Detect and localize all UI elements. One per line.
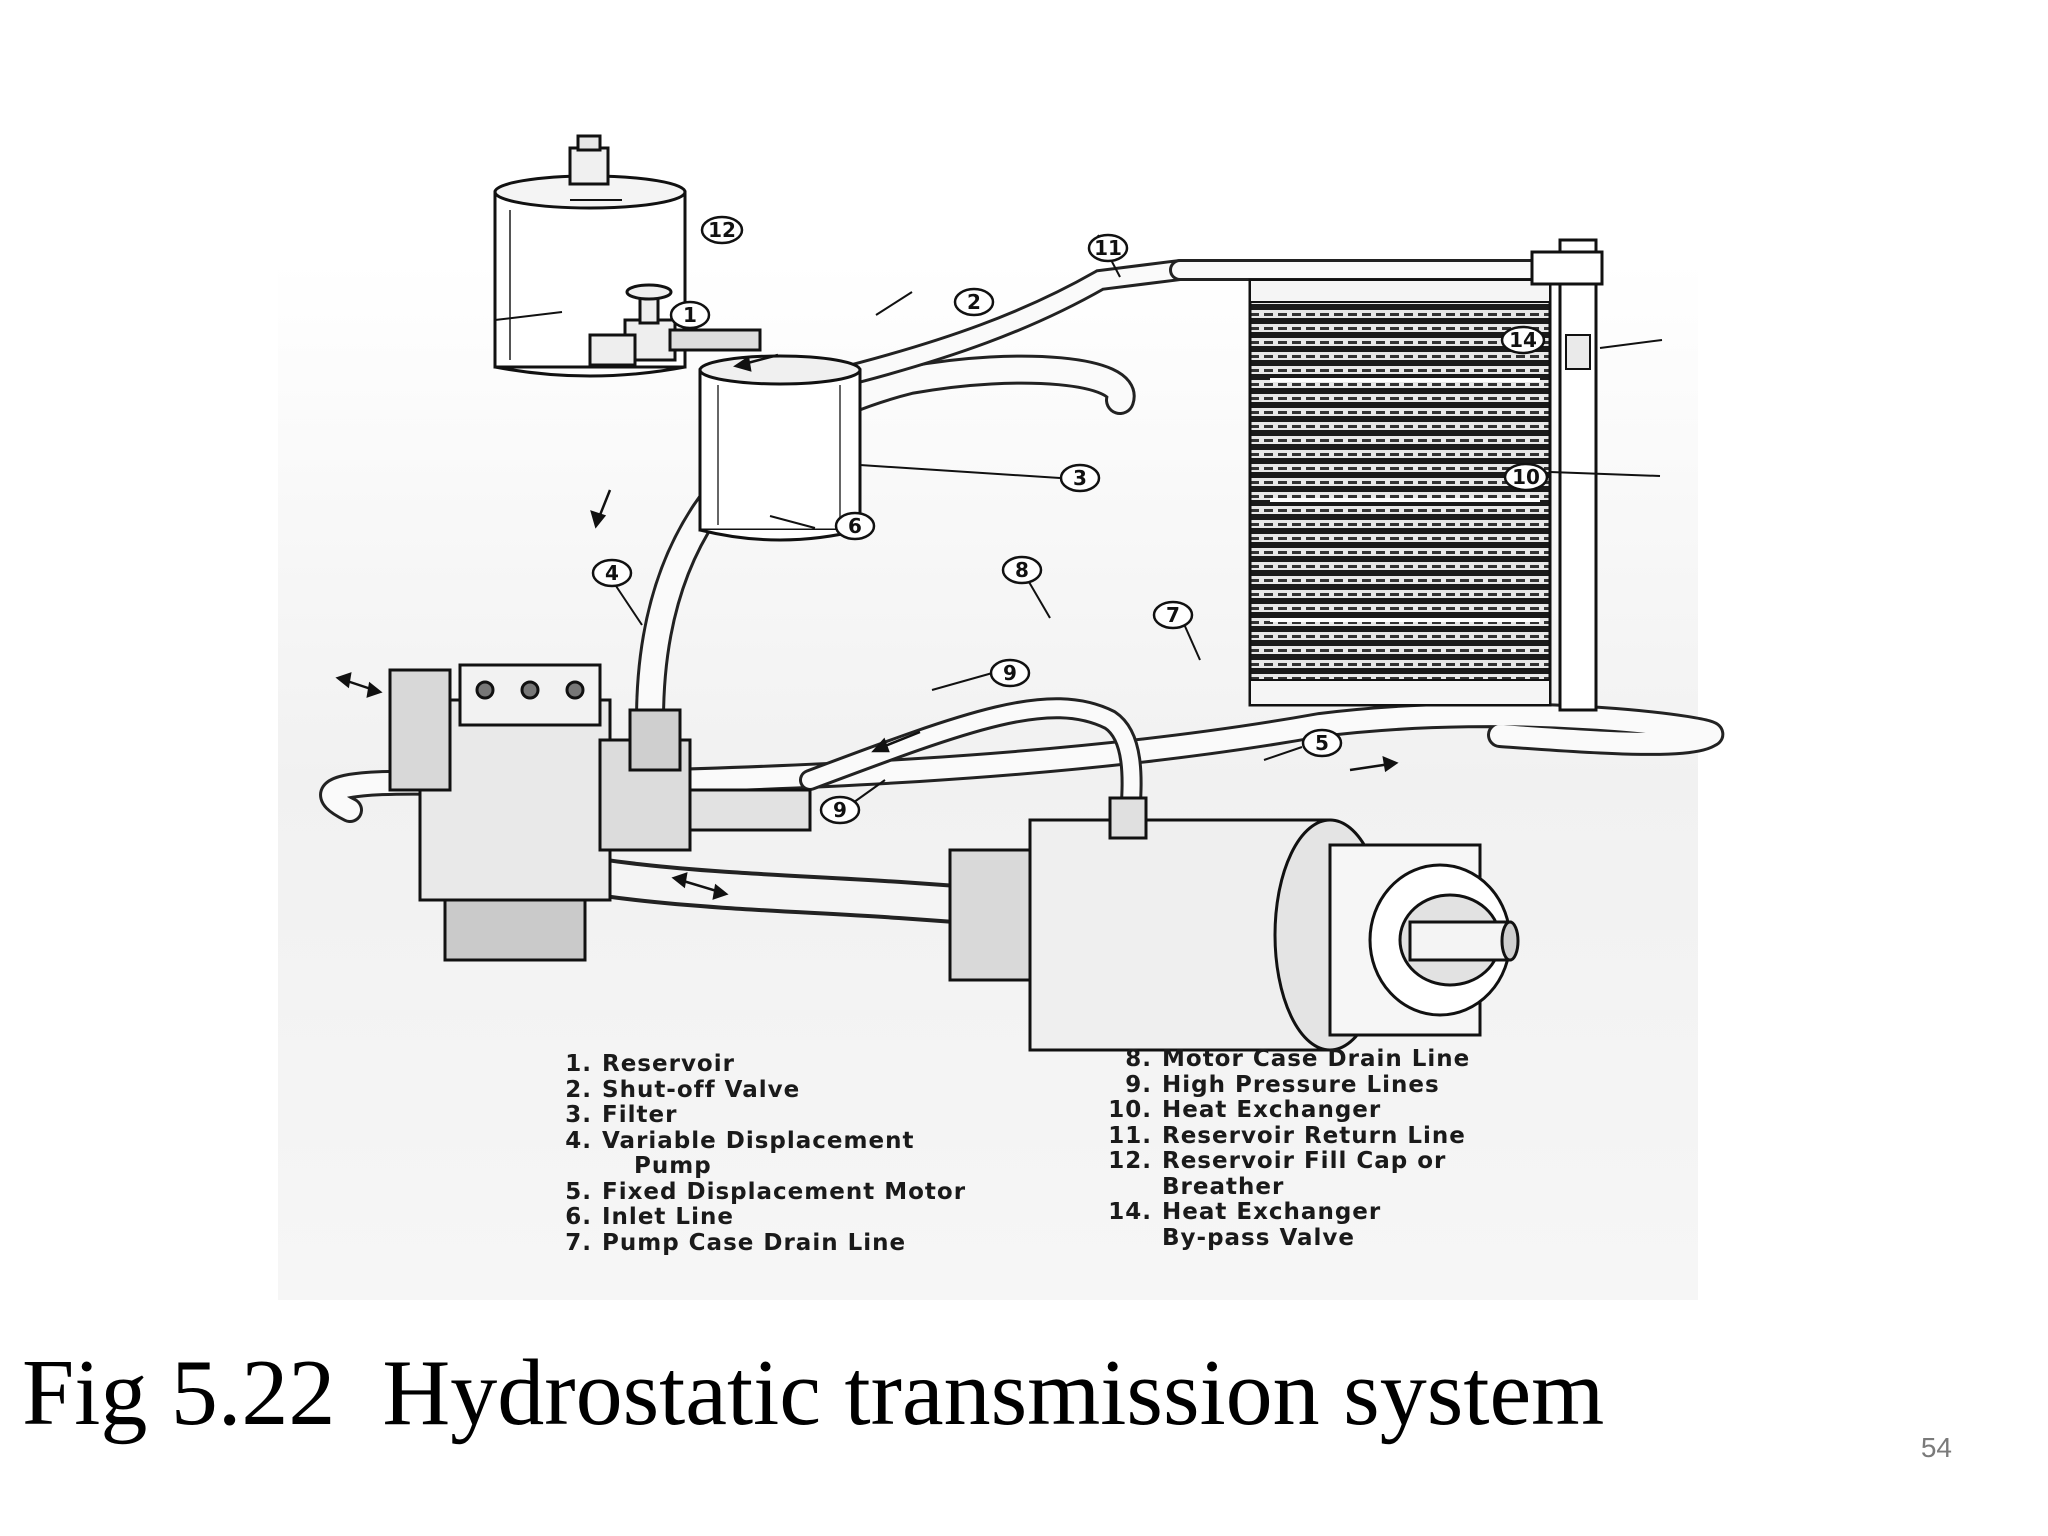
legend-item: 12. Reservoir Fill Cap or Breather [1100, 1149, 1560, 1200]
legend-item: 4. Variable Displacement Pump [540, 1129, 1010, 1180]
heat-exchanger [1250, 240, 1602, 710]
svg-text:12: 12 [708, 218, 736, 242]
svg-text:7: 7 [1166, 603, 1180, 627]
svg-text:4: 4 [605, 561, 619, 585]
svg-text:10: 10 [1512, 465, 1540, 489]
legend-item: 6. Inlet Line [540, 1205, 1010, 1231]
figure-caption: Fig 5.22 Hydrostatic transmission system [22, 1342, 1604, 1445]
svg-text:1: 1 [683, 303, 697, 327]
legend-item: 9. High Pressure Lines [1100, 1073, 1560, 1099]
legend-item: 5. Fixed Displacement Motor [540, 1180, 1010, 1206]
legend-item: 3. Filter [540, 1103, 1010, 1129]
svg-text:2: 2 [967, 290, 981, 314]
bypass-valve [1566, 335, 1590, 369]
legend-item: 14. Heat Exchanger By-pass Valve [1100, 1200, 1560, 1251]
legend-column-left: 1. Reservoir 2. Shut-off Valve 3. Filter… [540, 1052, 1010, 1256]
legend-item: 2. Shut-off Valve [540, 1078, 1010, 1104]
legend-item: 7. Pump Case Drain Line [540, 1231, 1010, 1257]
svg-text:14: 14 [1509, 328, 1537, 352]
filter [700, 356, 860, 540]
svg-text:3: 3 [1073, 466, 1087, 490]
legend-column-right: 8. Motor Case Drain Line 9. High Pressur… [1100, 1047, 1560, 1251]
fill-cap [570, 148, 608, 184]
svg-text:9: 9 [1003, 661, 1017, 685]
svg-text:6: 6 [848, 514, 862, 538]
legend-item: 8. Motor Case Drain Line [1100, 1047, 1560, 1073]
svg-text:5: 5 [1315, 731, 1329, 755]
page-number: 54 [1921, 1432, 1952, 1464]
legend-item: 11. Reservoir Return Line [1100, 1124, 1560, 1150]
svg-text:9: 9 [833, 798, 847, 822]
component-legend: 1. Reservoir 2. Shut-off Valve 3. Filter… [540, 1052, 1560, 1292]
legend-item: 1. Reservoir [540, 1052, 1010, 1078]
legend-item: 10. Heat Exchanger [1100, 1098, 1560, 1124]
svg-text:8: 8 [1015, 558, 1029, 582]
svg-text:11: 11 [1094, 236, 1122, 260]
